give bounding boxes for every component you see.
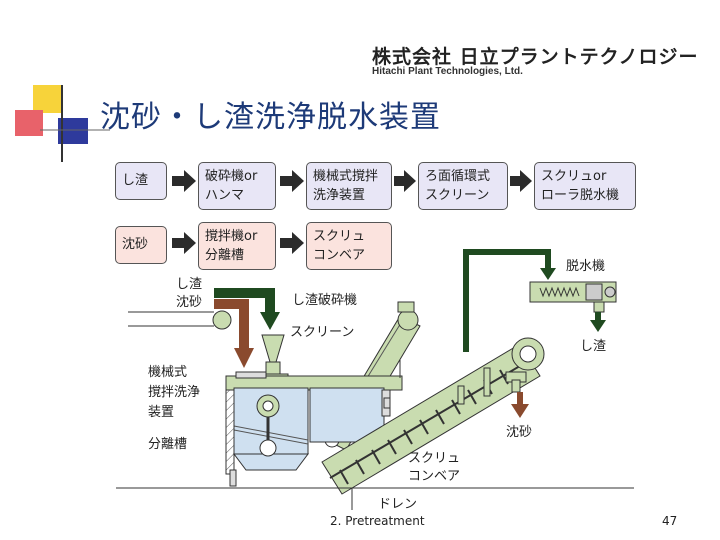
sand-output-arrow — [511, 392, 529, 418]
flow-start-chinsa-label: 沈砂 — [122, 237, 149, 252]
label-crusher: し渣破砕機 — [292, 293, 358, 308]
flow-step-crusher: 破砕機or ハンマ — [198, 162, 276, 210]
flow-step-crusher-l2: ハンマ — [205, 188, 245, 203]
label-mixer-1: 機械式 — [148, 365, 188, 380]
inlet-pipes — [128, 310, 232, 330]
flow-start-shisa-label: し渣 — [122, 173, 149, 188]
label-shisa-out: し渣 — [580, 339, 607, 354]
flow-step-mixer-l1: 機械式撹拌 — [313, 169, 379, 184]
company-logo-en: Hitachi Plant Technologies, Ltd. — [372, 66, 523, 77]
arrow-r1-1 — [280, 170, 304, 192]
flow-step-screen-l1: ろ面循環式 — [425, 169, 491, 184]
flow-step-conveyor-l2: コンベア — [313, 248, 366, 263]
label-dewaterer: 脱水機 — [566, 259, 606, 274]
flow-step-conveyor: スクリュ コンベア — [306, 222, 392, 270]
label-inlet-chinsa: 沈砂 — [176, 295, 203, 310]
shisa-output-arrow — [590, 312, 606, 332]
arrow-r1-2 — [394, 170, 416, 192]
flow-start-shisa: し渣 — [115, 162, 167, 200]
arrow-r2-0 — [172, 232, 196, 254]
shisa-inlet-arrow — [214, 288, 280, 330]
arrow-r1-0 — [172, 170, 196, 192]
flow-step-screen: ろ面循環式 スクリーン — [418, 162, 508, 210]
page-title: 沈砂・し渣洗浄脱水装置 — [100, 100, 441, 135]
flow-step-dewater-l2: ローラ脱水機 — [541, 188, 620, 203]
dewaterer-unit — [529, 281, 617, 313]
red-square — [15, 110, 43, 136]
label-conveyor-1: スクリュ — [408, 451, 461, 466]
flow-step-screen-l2: スクリーン — [425, 188, 490, 203]
flow-step-mixer-l2: 洗浄装置 — [313, 188, 366, 203]
label-separator: 分離槽 — [148, 437, 188, 452]
flow-start-chinsa: 沈砂 — [115, 226, 167, 264]
label-mixer-2: 撹拌洗浄 — [148, 385, 201, 400]
flow-step-mixer: 機械式撹拌 洗浄装置 — [306, 162, 392, 210]
support-legs — [457, 367, 491, 405]
label-sand-out: 沈砂 — [506, 425, 533, 440]
label-mixer-3: 装置 — [148, 405, 175, 420]
flow-step-separator-l2: 分離槽 — [205, 248, 245, 263]
page-number: 47 — [662, 514, 678, 528]
flow-step-dewater-l1: スクリュor — [541, 169, 607, 184]
yellow-square — [33, 85, 61, 113]
label-conveyor-2: コンベア — [408, 469, 461, 484]
arrow-r2-1 — [280, 232, 304, 254]
flow-step-separator: 撹拌機or 分離槽 — [198, 222, 276, 270]
flow-arrows — [172, 170, 532, 254]
company-logo-jp: 株式会社 日立プラントテクノロジー — [372, 46, 699, 68]
sand-inlet-arrow — [214, 299, 254, 368]
label-drain: ドレン — [378, 497, 418, 512]
footer-section: 2. Pretreatment — [330, 514, 425, 528]
dewater-feed-line — [463, 249, 556, 352]
flow-step-conveyor-l1: スクリュ — [313, 229, 366, 244]
flow-step-dewater: スクリュor ローラ脱水機 — [534, 162, 636, 210]
arrow-r1-3 — [510, 170, 532, 192]
flow-step-crusher-l1: 破砕機or — [205, 169, 258, 184]
label-screen: スクリーン — [290, 325, 355, 340]
flow-step-separator-l1: 撹拌機or — [205, 229, 258, 244]
corner-decoration — [15, 85, 110, 162]
label-inlet-shisa: し渣 — [176, 277, 203, 292]
